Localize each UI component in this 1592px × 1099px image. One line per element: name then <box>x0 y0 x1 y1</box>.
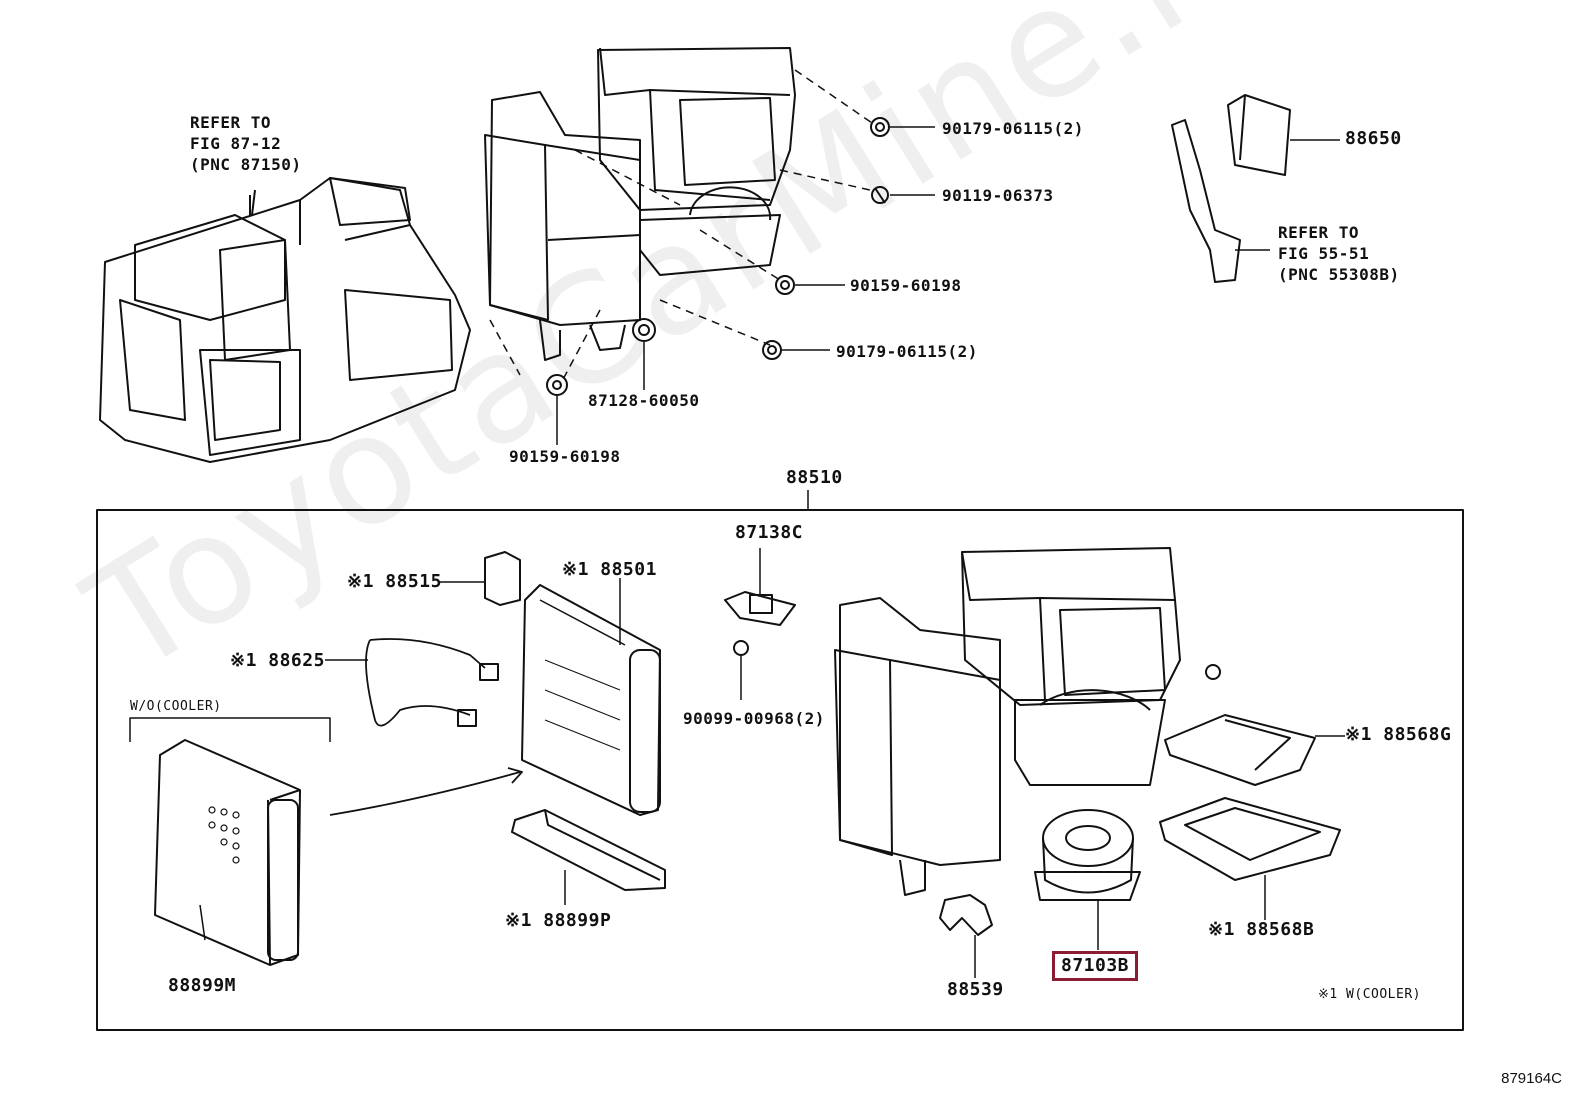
part-label-88515[interactable]: ※1 88515 <box>347 571 442 592</box>
evaporator-88899m-drawing <box>154 739 301 966</box>
part-label-87128-60050[interactable]: 87128-60050 <box>588 391 700 410</box>
part-label-88650[interactable]: 88650 <box>1345 128 1402 149</box>
part-label-90179-06115-b[interactable]: 90179-06115(2) <box>836 342 978 361</box>
refer-fig-55-51-line2: FIG 55-51 <box>1278 244 1370 263</box>
part-label-90099-00968[interactable]: 90099-00968(2) <box>683 709 825 728</box>
evaporator-88501-drawing <box>521 578 661 816</box>
refer-fig-87-12-line2: FIG 87-12 <box>190 134 282 153</box>
leader-lines-top <box>556 126 935 445</box>
case-assembly-top-drawing <box>484 47 796 361</box>
refer-fig-55-51-line1: REFER TO <box>1278 223 1360 242</box>
refer-fig-87-12-line3: (PNC 87150) <box>190 155 302 174</box>
wo-cooler-label: W/O(COOLER) <box>130 699 222 714</box>
part-label-90119-06373[interactable]: 90119-06373 <box>942 186 1054 205</box>
blower-motor-drawing <box>1034 809 1141 950</box>
part-label-88568b[interactable]: ※1 88568B <box>1208 919 1315 940</box>
diagram-id: 879164C <box>1501 1070 1562 1087</box>
duct-88539-drawing <box>939 894 993 978</box>
part-label-87138c[interactable]: 87138C <box>735 522 804 543</box>
heater-unit-drawing <box>99 177 471 463</box>
module-88650-drawing <box>1227 94 1340 176</box>
bracket-87138c-drawing <box>724 548 796 700</box>
part-label-88510[interactable]: 88510 <box>786 467 843 488</box>
part-label-88501[interactable]: ※1 88501 <box>562 559 657 580</box>
thermistor-drawing <box>325 638 499 727</box>
expansion-valve-drawing <box>440 551 521 606</box>
part-label-90179-06115-a[interactable]: 90179-06115(2) <box>942 119 1084 138</box>
filter-88568b-drawing <box>1159 797 1341 920</box>
part-label-87103b-highlighted[interactable]: 87103B <box>1052 951 1139 981</box>
part-label-88568g[interactable]: ※1 88568G <box>1345 724 1452 745</box>
drain-tray-drawing <box>511 809 666 905</box>
bracket-drawing <box>1171 119 1270 283</box>
screws-top <box>546 117 890 396</box>
filter-88568g-drawing <box>1164 714 1345 786</box>
part-label-88625[interactable]: ※1 88625 <box>230 650 325 671</box>
part-label-90159-60198-b[interactable]: 90159-60198 <box>509 447 621 466</box>
dashed-leaders-top <box>489 69 876 386</box>
part-label-88899m[interactable]: 88899M <box>168 975 237 996</box>
refer-fig-87-12-line1: REFER TO <box>190 113 272 132</box>
assembly-box <box>96 509 1464 1031</box>
part-label-90159-60198-a[interactable]: 90159-60198 <box>850 276 962 295</box>
refer-fig-55-51-line3: (PNC 55308B) <box>1278 265 1400 284</box>
case-assembly-main-drawing <box>834 547 1221 896</box>
legend-note: ※1 W(COOLER) <box>1318 987 1421 1002</box>
part-label-88899p[interactable]: ※1 88899P <box>505 910 612 931</box>
part-label-88539[interactable]: 88539 <box>947 979 1004 1000</box>
